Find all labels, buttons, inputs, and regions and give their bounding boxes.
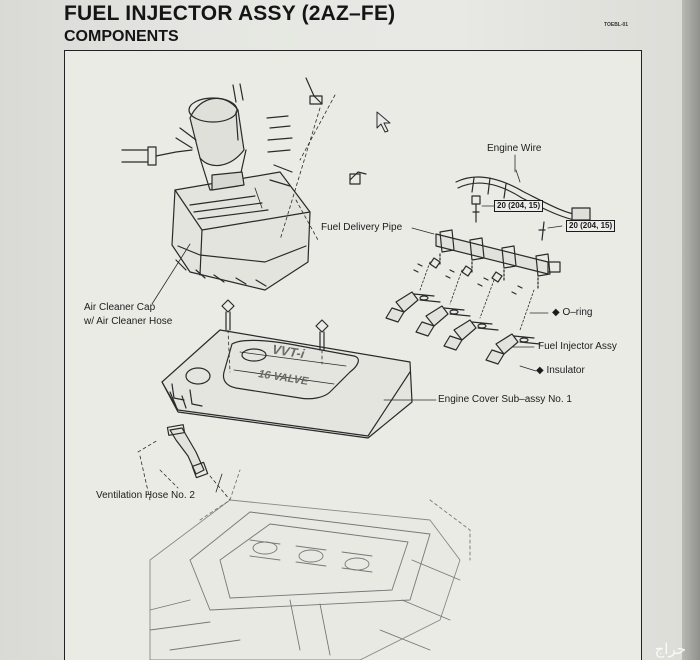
engine-block-drawing bbox=[149, 469, 471, 660]
engine-wire-drawing bbox=[455, 169, 591, 241]
air-cleaner-cap-drawing bbox=[121, 77, 367, 291]
label-air-cleaner-cap-hose: w/ Air Cleaner Hose bbox=[84, 316, 173, 327]
label-insulator: ◆ Insulator bbox=[536, 365, 585, 376]
fuel-injectors-drawing bbox=[385, 291, 519, 365]
label-engine-wire: Engine Wire bbox=[487, 143, 542, 154]
page-edge-shadow bbox=[682, 0, 700, 660]
label-fuel-delivery-pipe: Fuel Delivery Pipe bbox=[321, 222, 403, 233]
label-o-ring: ◆ O–ring bbox=[552, 307, 593, 318]
ventilation-hose-drawing bbox=[137, 424, 231, 501]
label-ventilation-hose: Ventilation Hose No. 2 bbox=[96, 490, 195, 501]
engine-cover-drawing bbox=[161, 299, 413, 439]
torque-spec-1: 20 (204, 15) bbox=[494, 200, 544, 212]
torque-spec-2: 20 (204, 15) bbox=[566, 220, 616, 232]
fuel-delivery-pipe-drawing bbox=[413, 229, 561, 295]
page-title: FUEL INJECTOR ASSY (2AZ–FE) bbox=[64, 2, 396, 25]
label-engine-cover: Engine Cover Sub–assy No. 1 bbox=[438, 394, 572, 405]
watermark-logo: حراج bbox=[654, 640, 686, 658]
section-subtitle: COMPONENTS bbox=[64, 28, 179, 45]
label-air-cleaner-cap: Air Cleaner Cap bbox=[84, 302, 156, 313]
document-number: TOEBL-01 bbox=[604, 22, 629, 28]
label-fuel-injector-assy: Fuel Injector Assy bbox=[538, 341, 617, 352]
